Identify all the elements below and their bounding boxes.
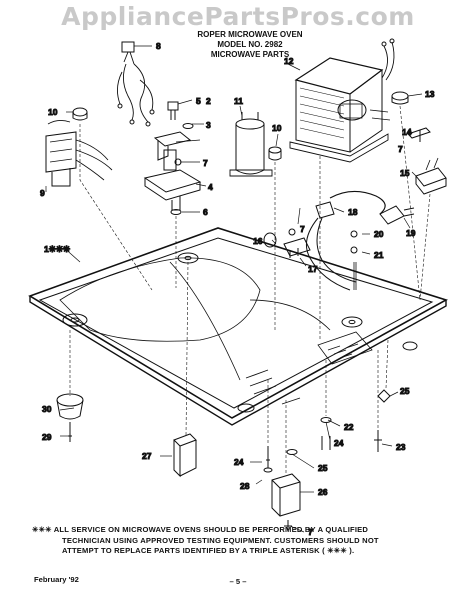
callout-7-terminal: 7 bbox=[300, 224, 305, 234]
foot-assembly bbox=[56, 393, 84, 442]
watermark: AppliancePartsPros.com bbox=[61, 2, 415, 31]
model-number: MODEL NO. 2982 bbox=[217, 40, 283, 49]
callout-2: 2 bbox=[206, 96, 211, 106]
callout-9: 9 bbox=[40, 188, 45, 198]
footer-page-number: – 5 – bbox=[229, 577, 247, 586]
diagram-title: ROPER MICROWAVE OVEN bbox=[197, 30, 303, 39]
callout-5: 5 bbox=[196, 96, 201, 106]
callout-24-left: 24 bbox=[234, 457, 244, 467]
callout-18: 18 bbox=[348, 207, 358, 217]
callout-23: 23 bbox=[396, 442, 406, 452]
diagram-subtitle: MICROWAVE PARTS bbox=[210, 50, 290, 59]
callout-12: 12 bbox=[284, 56, 294, 66]
choke-bracket bbox=[173, 433, 197, 478]
callout-19: 19 bbox=[406, 228, 416, 238]
callout-6: 6 bbox=[203, 207, 208, 217]
callout-10-center: 10 bbox=[272, 123, 282, 133]
bottom-cover bbox=[271, 473, 301, 530]
callout-25-center: 25 bbox=[318, 463, 328, 473]
callout-7-cover: 7 bbox=[308, 527, 313, 537]
grommet-right bbox=[391, 91, 409, 105]
callout-28: 28 bbox=[240, 481, 250, 491]
callout-8: 8 bbox=[156, 41, 161, 51]
callout-7-clip: 7 bbox=[398, 144, 403, 154]
callout-26: 26 bbox=[318, 487, 328, 497]
switch-mount-assembly bbox=[143, 101, 202, 215]
mounting-clip bbox=[407, 127, 431, 142]
callout-14: 14 bbox=[402, 127, 412, 137]
high-voltage-transformer bbox=[289, 38, 395, 163]
callout-30: 30 bbox=[42, 404, 52, 414]
callout-17: 17 bbox=[308, 264, 318, 274]
grommet-center bbox=[268, 146, 282, 161]
terminal-block bbox=[283, 228, 311, 258]
leader-lines bbox=[45, 45, 423, 533]
callout-27: 27 bbox=[142, 451, 152, 461]
callout-22: 22 bbox=[344, 422, 354, 432]
note-line-3: ATTEMPT TO REPLACE PARTS IDENTIFIED BY A… bbox=[62, 546, 355, 555]
footer-date: February '92 bbox=[34, 575, 79, 584]
note-line-2: TECHNICIAN USING APPROVED TESTING EQUIPM… bbox=[62, 535, 379, 545]
callout-4: 4 bbox=[208, 182, 213, 192]
callout-29: 29 bbox=[42, 432, 52, 442]
callout-1: 1✳✳✳ bbox=[44, 244, 71, 254]
high-voltage-capacitor bbox=[229, 112, 273, 177]
lower-hardware bbox=[263, 389, 391, 473]
callout-15: 15 bbox=[400, 168, 410, 178]
callout-25-right: 25 bbox=[400, 386, 410, 396]
base-pan bbox=[28, 227, 449, 426]
grommet-left bbox=[72, 107, 88, 121]
callout-3: 3 bbox=[206, 120, 211, 130]
thermal-cutout bbox=[415, 157, 447, 195]
callout-13: 13 bbox=[425, 89, 435, 99]
callout-24-right: 24 bbox=[334, 438, 344, 448]
fastener-group bbox=[350, 230, 358, 290]
callout-7-switch: 7 bbox=[203, 158, 208, 168]
ring-clip bbox=[263, 232, 277, 248]
wire-harness bbox=[117, 41, 155, 127]
callout-16: 16 bbox=[253, 236, 263, 246]
service-warning-note: ✳✳✳ ALL SERVICE ON MICROWAVE OVENS SHOUL… bbox=[32, 525, 464, 557]
interlock-switch-assembly bbox=[45, 119, 113, 187]
assembly-guide-lines bbox=[69, 105, 431, 474]
power-cord-assembly bbox=[305, 190, 415, 291]
callout-21: 21 bbox=[374, 250, 384, 260]
callout-20: 20 bbox=[374, 229, 384, 239]
note-line-1: ✳✳✳ ALL SERVICE ON MICROWAVE OVENS SHOUL… bbox=[32, 525, 369, 534]
callout-11: 11 bbox=[234, 96, 243, 106]
callout-10-left: 10 bbox=[48, 107, 58, 117]
